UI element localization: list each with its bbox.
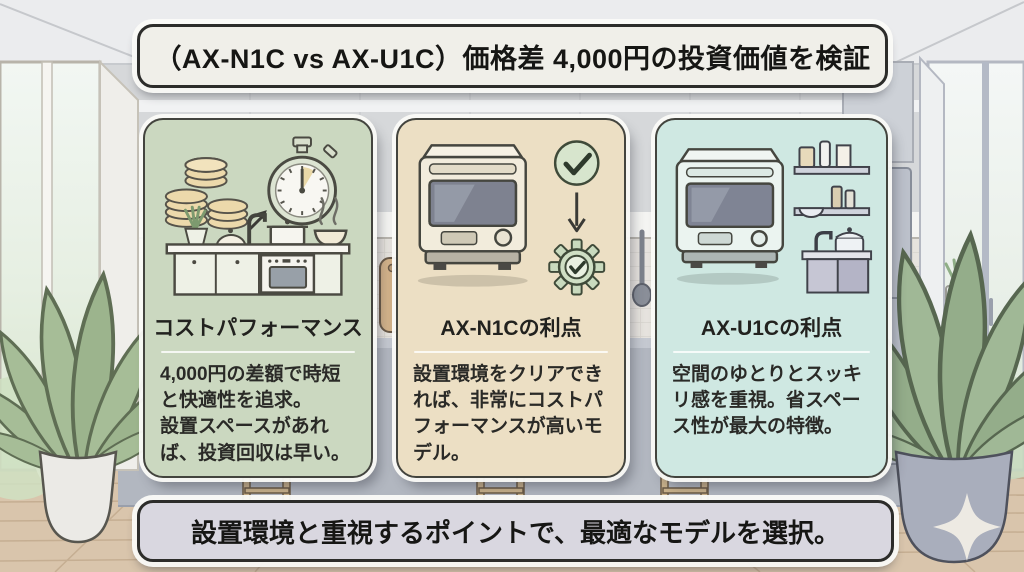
footer-banner: 設置環境と重視するポイントで、最適なモデルを選択。: [137, 500, 894, 562]
card-heading: AX-N1Cの利点: [440, 317, 582, 340]
coins-stopwatch-kitchen-illustration: [145, 120, 371, 310]
stopwatch-icon: [267, 136, 338, 226]
card-cost-performance: コストパフォーマンス 4,000円の差額で時短と快適性を追求。 設置スペースがあ…: [143, 118, 373, 478]
check-circle-icon: [553, 140, 600, 186]
sparkle-watermark-icon: [933, 493, 1001, 561]
card-body-text: 設置環境をクリアできれば、非常にコストパフォーマンスが高いモデル。: [413, 364, 604, 464]
microwave-oven-icon: [418, 144, 527, 270]
coins-icon: [164, 157, 249, 230]
kitchen-counter-icon: [165, 197, 351, 296]
microwave-shelves-sink-illustration: [657, 120, 886, 310]
card-body-text: 4,000円の差額で時短と快適性を追求。 設置スペースがあれば、投資回収は早い。: [160, 364, 351, 464]
card-divider: [414, 351, 608, 353]
ladle-icon: [632, 229, 652, 307]
card-divider: [673, 351, 870, 353]
microwave-oven-icon: [675, 148, 784, 269]
left-plant-icon: [0, 270, 198, 544]
card-heading: コストパフォーマンス: [153, 317, 363, 340]
footer-text: 設置環境と重視するポイントで、最適なモデルを選択。: [191, 517, 840, 548]
card-divider: [161, 351, 355, 353]
card-body-text: 空間のゆとりとスッキリ感を重視。省スペース性が最大の特徴。: [672, 364, 863, 438]
card-ax-u1c-merit: AX-U1Cの利点 空間のゆとりとスッキリ感を重視。省スペース性が最大の特徴。: [655, 118, 888, 478]
shelf-icon: [793, 140, 870, 218]
microwave-check-gear-illustration: [398, 120, 624, 310]
card-ax-n1c-merit: AX-N1Cの利点 設置環境をクリアできれば、非常にコストパフォーマンスが高いモ…: [396, 118, 626, 478]
down-arrow-icon: [567, 192, 586, 233]
title-banner: （AX-N1C vs AX-U1C）価格差 4,000円の投資価値を検証: [137, 24, 888, 88]
page-title: （AX-N1C vs AX-U1C）価格差 4,000円の投資価値を検証: [154, 43, 871, 74]
card-heading: AX-U1Cの利点: [700, 317, 843, 340]
sink-cabinet-icon: [800, 227, 872, 294]
gear-check-icon: [548, 238, 606, 296]
right-plant-icon: [808, 233, 1024, 564]
